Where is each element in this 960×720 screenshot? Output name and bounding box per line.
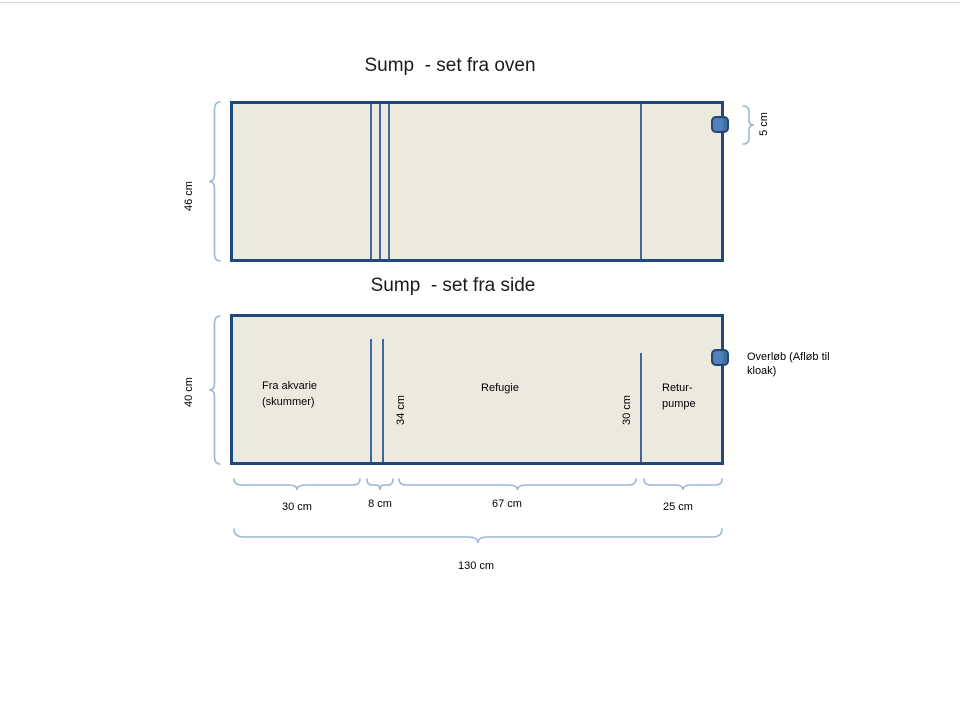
dim-brace-25	[643, 478, 723, 491]
brace-path	[233, 478, 361, 491]
overflow-note: Overløb (Afløb til kloak)	[747, 351, 830, 377]
dim-label-67: 67 cm	[492, 498, 522, 510]
top-view-tank	[230, 101, 724, 262]
side-view-title: Sump - set fra side	[370, 275, 536, 296]
chamber-label-refugium: Refugie	[481, 382, 519, 394]
dim-label-25: 25 cm	[663, 501, 693, 513]
dim-label-8: 8 cm	[368, 498, 392, 510]
side-view-height-label: 40 cm	[183, 377, 195, 407]
height-brace-side-view	[208, 315, 221, 465]
height-brace-top-view	[208, 101, 221, 262]
brace-path	[398, 478, 637, 491]
dim-label-30: 30 cm	[282, 501, 312, 513]
chamber-label-return-pump: Retur-pumpe	[662, 382, 696, 410]
brace-path	[366, 478, 394, 491]
brace-path	[208, 101, 221, 262]
side-view-tank: Fra akvarie (skummer) Refugie Retur-pump…	[230, 314, 724, 465]
brace-path	[208, 315, 221, 465]
slide-top-border	[0, 2, 960, 3]
baffle-line	[382, 339, 384, 462]
baffle-line	[370, 104, 372, 259]
overflow-dim-brace	[742, 105, 755, 145]
overflow-fitting-side-icon	[711, 349, 729, 366]
baffle-height-label-right: 30 cm	[621, 395, 633, 425]
total-dim-label: 130 cm	[457, 560, 495, 572]
dim-brace-30	[233, 478, 361, 491]
brace-path	[233, 528, 723, 544]
total-dim-brace	[233, 528, 723, 544]
baffle-height-label-left: 34 cm	[395, 395, 407, 425]
overflow-dim-label: 5 cm	[758, 112, 770, 136]
baffle-line	[388, 104, 390, 259]
baffle-line	[379, 104, 381, 259]
overflow-fitting-top-icon	[711, 116, 729, 133]
top-view-title: Sump - set fra oven	[364, 55, 536, 76]
dim-brace-67	[398, 478, 637, 491]
brace-path	[643, 478, 723, 491]
chamber-label-from-aquarium: Fra akvarie (skummer)	[262, 380, 318, 408]
dim-brace-8	[366, 478, 394, 491]
baffle-line	[370, 339, 372, 462]
top-view-height-label: 46 cm	[183, 181, 195, 211]
brace-path	[742, 105, 755, 145]
baffle-line	[640, 353, 642, 462]
baffle-line	[640, 104, 642, 259]
